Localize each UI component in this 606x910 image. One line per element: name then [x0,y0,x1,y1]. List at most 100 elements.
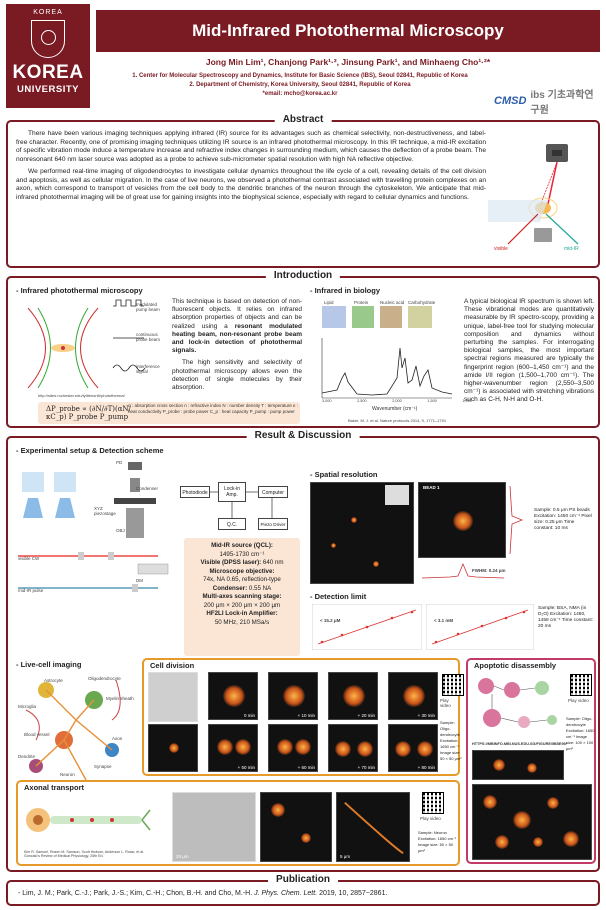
apoptotic-panel: Apoptotic disassembly Play video HTTPS:/… [466,658,596,864]
cell-time-label: + 20 min [357,713,375,718]
setup-label-midir: mid-IR pulse [18,588,44,593]
axonal-transport-panel: Axonal transport Kim R. Samuel, Rosen M.… [16,780,460,866]
neuron-label-myelin: Myelin sheath [106,696,134,701]
spec-stage: Multi-axes scanning stage:200 μm × 200 μ… [188,593,296,610]
detection-plot-bsa [312,604,422,650]
photothermal-formula: ΔP_probe ∝ (∂N/∂T)(αN/κC_p) P_probe P_pu… [38,402,300,424]
cell-frame-1: + 10 min [268,672,318,720]
publication-section: Publication - Lim, J. M.; Park, C.-J.; P… [6,874,600,906]
introduction-section: Introduction - Infrared photothermal mic… [6,270,600,428]
cell-time-label: + 70 min [357,765,375,770]
axonal-brightfield-image: 20 μm [172,792,256,862]
intro-right-text: A typical biological IR spectrum is show… [464,298,594,404]
photothermal-schematic-figure: visible mid-IR [488,144,579,252]
setup-label-dm: DM [136,578,143,583]
bio-label-nucleic-acid: Nucleic acid [380,300,405,305]
citation-details: 2019, 10, 2857−2861. [317,890,388,897]
abstract-text: There have been various imaging techniqu… [16,130,486,206]
spec-visible: Visible (DPSS laser): 640 nm [188,559,296,568]
spatial-fwhm: FWHM: 0.24 μm [472,568,506,573]
photothermal-beam-diagram [27,299,146,389]
cell-division-qr-code[interactable] [442,674,464,696]
formula-text: ΔP_probe ∝ (∂N/∂T)(αN/κC_p) P_probe P_pu… [46,405,131,421]
bio-label-carbohydrate: Carbohydrate [408,300,436,305]
spatial-horizontal-profile [421,562,505,579]
spatial-bead-label: BEAD 1 [423,485,440,490]
axonal-caption: Kim R. Samuel, Rosen M. Samson, Scott Hu… [24,850,145,858]
apoptotic-source-url[interactable]: HTTPS://MBINFO.MBI.NUS.EDU.SG/FIGURE/5B5… [472,742,567,746]
apoptotic-qr-caption: Play video [568,698,589,703]
intro-left-text-bold: resonant modulated heating beam, non-res… [172,322,302,355]
logo-top-text: KOREA [33,9,63,16]
axonal-zoom-image: 5 μm [336,792,410,862]
cmsd-logo: CMSD [494,95,527,107]
axonal-title: Axonal transport [24,783,85,792]
spec-value: 0.55 NA [247,584,272,592]
cell-time-label: + 30 min [417,713,435,718]
apoptotic-large-image [472,784,592,860]
apoptotic-small-image [472,750,564,780]
introduction-title: Introduction [265,270,341,281]
cell-division-sample-info: Sample: Oligo-dendrocyte Excitation: 165… [440,720,462,761]
spec-key: Visible (DPSS laser): [200,559,262,566]
scale-label: 20 μm [176,854,189,859]
setup-label-piezostage: XYZ piezostage [94,506,116,516]
spec-condenser: Condenser: 0.55 NA [188,585,296,594]
setup-label-condenser: Condenser [136,486,159,491]
block-lockin: Lock-in Amp. [218,482,246,502]
block-connectors [210,491,273,518]
detection-limit-nma: < 3.1 mM [434,618,454,623]
spec-key: Multi-axes scanning stage: [202,593,282,600]
spec-key: HF2LI Lock-in Amplifier: [206,610,278,617]
abstract-fig-label-midir: mid-IR [564,246,579,252]
spec-value: 1495-1730 cm⁻¹ [219,550,265,558]
spectrum-tick: 1,500 [427,399,437,403]
block-piezo-driver: Piezo Driver [258,518,288,530]
spectrum-tick: 3,000 [322,399,332,403]
authors: Jong Min Lim¹, Chanjong Park¹·², Jinsung… [205,57,491,67]
detection-limit-bsa: < 15.2 μM [320,618,341,623]
spec-objective: Microscope objective:74x, NA 0.65, refle… [188,568,296,585]
neuron-label-axon: Axon [112,736,123,741]
detection-heading: - Detection limit [310,592,367,601]
spatial-sample-info: Sample: 0.5 μm PS beads Excitation: 1450… [534,508,592,531]
cell-brightfield-image [148,672,198,722]
axonal-ir-image [260,792,332,862]
wave-label-interference: interference signal [136,364,160,374]
cell-time-label: + 10 min [297,713,315,718]
spec-value: 74x, NA 0.65, reflection-type [203,576,281,583]
logo-korea-text: KOREA [12,62,84,83]
block-computer: Computer [258,486,288,498]
cell-frame-0: 0 min [208,672,258,720]
bio-label-lipid: Lipid [324,300,334,305]
crest-icon [31,20,65,58]
live-cell-heading: - Live-cell imaging [16,660,82,669]
block-qc: Q.C. [218,518,246,530]
cell-time-label: 0 min [243,713,255,718]
apoptotic-title: Apoptotic disassembly [474,661,557,670]
apoptotic-qr-code[interactable] [570,674,592,696]
spatial-vertical-profile [509,485,524,555]
citation-authors: - Lim, J. M.; Park, C.-J.; Park, J.-S.; … [18,890,255,897]
intro-left-text: This technique is based on detection of … [172,298,302,392]
cell-division-title: Cell division [150,661,195,670]
detection-sample-info: Sample: BSA, NMA (in D₂O) Excitation: 14… [538,606,594,629]
neuron-label-microglia: Microglia [18,704,37,709]
cell-time-label: + 60 min [297,765,315,770]
korea-university-logo: KOREA KOREA UNIVERSITY [6,4,90,108]
cell-frame-4: + 50 min [208,724,258,772]
spatial-overview-image [310,482,414,584]
neuron-label-astrocyte: Astrocyte [44,678,63,683]
neuron-label-blood-vessel: Blood vessel [24,732,50,737]
intro-left-heading: - Infrared photothermal microscopy [16,286,143,295]
spec-lockin: HF2LI Lock-in Amplifier:50 MHz, 210 MSa/… [188,610,296,627]
spectrum-ticks: 3,000 2,500 2,000 1,500 1,000 [322,399,472,403]
formula-legend: σ : absorption cross section n : refract… [128,403,298,414]
results-section: Result & Discussion - Experimental setup… [6,430,600,872]
axonal-qr-code[interactable] [422,792,444,814]
affiliations: 1. Center for Molecular Spectroscopy and… [130,72,470,99]
neuron-label-synapse: Synapse [94,764,112,769]
abstract-title: Abstract [274,114,332,125]
abstract-paragraph-1: There have been various imaging techniqu… [16,130,486,164]
detection-plot-nma [426,604,534,650]
